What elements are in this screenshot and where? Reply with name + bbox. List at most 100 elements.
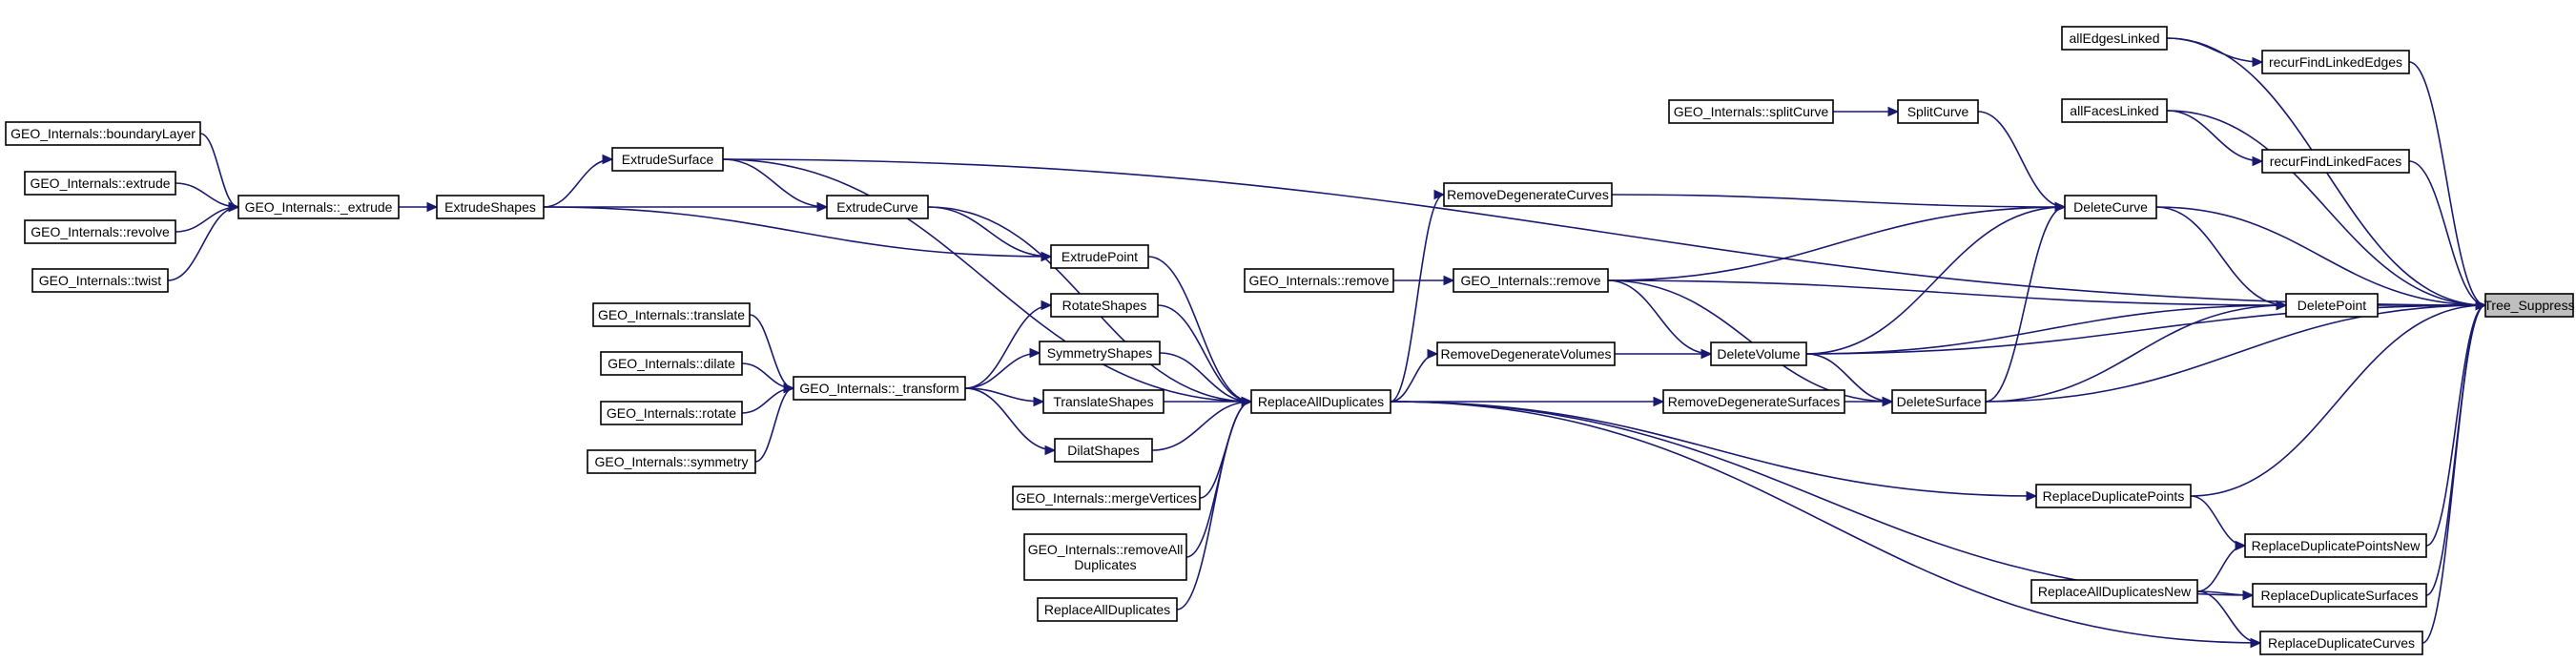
node-gi-translate[interactable]: GEO_Internals::translate bbox=[592, 302, 751, 327]
node-tree-suppress[interactable]: Tree_Suppress bbox=[2483, 293, 2575, 318]
node-box[interactable] bbox=[1037, 597, 1178, 622]
node-gi-revolve[interactable]: GEO_Internals::revolve bbox=[24, 219, 176, 244]
node-extrudesurface[interactable]: ExtrudeSurface bbox=[611, 147, 724, 172]
node-box[interactable] bbox=[1054, 438, 1153, 463]
node-box[interactable] bbox=[1436, 341, 1616, 366]
node-box[interactable] bbox=[2064, 195, 2157, 219]
node-allfaceslinked[interactable]: allFacesLinked bbox=[2061, 98, 2168, 123]
node-box[interactable] bbox=[1710, 341, 1807, 366]
node-box[interactable] bbox=[1012, 486, 1201, 510]
node-gi-extrude[interactable]: GEO_Internals::extrude bbox=[24, 171, 176, 196]
node-label: ReplaceDuplicateCurves bbox=[2268, 635, 2415, 651]
edge-recurfindlinkededges-to-tree-suppress bbox=[2408, 61, 2487, 311]
node-gi-dilate[interactable]: GEO_Internals::dilate bbox=[600, 351, 743, 376]
node-gi-boundarylayer[interactable]: GEO_Internals::boundaryLayer bbox=[5, 121, 201, 146]
node-box[interactable] bbox=[1050, 244, 1149, 269]
node-box[interactable] bbox=[1662, 389, 1845, 414]
node-recurfindlinkedfaces[interactable]: recurFindLinkedFaces bbox=[2261, 149, 2410, 174]
edge-line bbox=[2166, 110, 2263, 162]
node-box[interactable] bbox=[2035, 484, 2192, 508]
node-gi-splitcurve[interactable]: GEO_Internals::splitCurve bbox=[1668, 99, 1834, 124]
node-box[interactable] bbox=[1897, 99, 1979, 124]
node-replaceduplicatepoints[interactable]: ReplaceDuplicatePoints bbox=[2035, 484, 2192, 508]
edge-allfaceslinked-to-tree-suppress bbox=[2166, 110, 2487, 311]
node-box[interactable] bbox=[2261, 50, 2410, 74]
node-box[interactable] bbox=[1023, 533, 1187, 581]
node-replaceallduplicatesnew[interactable]: ReplaceAllDuplicatesNew bbox=[2030, 579, 2198, 604]
node-extrudecurve[interactable]: ExtrudeCurve bbox=[826, 195, 929, 219]
edge-replaceallduplicates-to-replaceduplicatecurves bbox=[1390, 401, 2262, 649]
node-symmetryshapes[interactable]: SymmetryShapes bbox=[1039, 341, 1161, 365]
node-label: TranslateShapes bbox=[1053, 394, 1153, 409]
node-box[interactable] bbox=[600, 401, 743, 425]
node-box[interactable] bbox=[24, 171, 176, 196]
node-replaceallduplicates[interactable]: ReplaceAllDuplicates bbox=[1250, 389, 1391, 414]
node-box[interactable] bbox=[1042, 389, 1164, 414]
node-gi-extrude[interactable]: GEO_Internals::_extrude bbox=[237, 195, 400, 219]
node-splitcurve[interactable]: SplitCurve bbox=[1897, 99, 1979, 124]
node-alledgeslinked[interactable]: allEdgesLinked bbox=[2061, 26, 2168, 51]
node-box[interactable] bbox=[2261, 149, 2410, 174]
node-dilatshapes[interactable]: DilatShapes bbox=[1054, 438, 1153, 463]
node-extrudepoint[interactable]: ExtrudePoint bbox=[1050, 244, 1149, 269]
node-replaceduplicatesurfaces[interactable]: ReplaceDuplicateSurfaces bbox=[2252, 583, 2427, 608]
node-box[interactable] bbox=[1668, 99, 1834, 124]
node-gi-remove-b[interactable]: GEO_Internals::remove bbox=[1453, 268, 1609, 293]
edge-arrowhead bbox=[1882, 396, 1894, 407]
node-label: GEO_Internals::symmetry bbox=[594, 454, 748, 469]
node-box[interactable] bbox=[2061, 98, 2168, 123]
edge-line bbox=[722, 158, 828, 208]
node-translateshapes[interactable]: TranslateShapes bbox=[1042, 389, 1164, 414]
edge-line bbox=[2166, 110, 2486, 306]
node-deletesurface[interactable]: DeleteSurface bbox=[1891, 389, 1987, 414]
node-extrudeshapes[interactable]: ExtrudeShapes bbox=[436, 195, 545, 219]
node-box[interactable] bbox=[2484, 293, 2574, 318]
node-replaceduplicatecurves[interactable]: ReplaceDuplicateCurves bbox=[2259, 631, 2423, 655]
node-deletepoint[interactable]: DeletePoint bbox=[2285, 293, 2379, 318]
node-box[interactable] bbox=[826, 195, 929, 219]
node-box[interactable] bbox=[2244, 533, 2427, 558]
node-gi-mergevertices[interactable]: GEO_Internals::mergeVertices bbox=[1012, 486, 1201, 510]
edge-gi-removeallduplicates-to-replaceallduplicates bbox=[1185, 396, 1253, 558]
node-box[interactable] bbox=[1050, 293, 1159, 318]
node-box[interactable] bbox=[24, 219, 176, 244]
node-box[interactable] bbox=[2061, 26, 2168, 51]
node-box[interactable] bbox=[2030, 579, 2198, 604]
node-box[interactable] bbox=[600, 351, 743, 376]
node-box[interactable] bbox=[1250, 389, 1391, 414]
node-box[interactable] bbox=[793, 376, 966, 401]
node-box[interactable] bbox=[611, 147, 724, 172]
node-box[interactable] bbox=[436, 195, 545, 219]
node-box[interactable] bbox=[1039, 341, 1161, 365]
node-label: GEO_Internals::boundaryLayer bbox=[10, 126, 196, 141]
node-box[interactable] bbox=[2285, 293, 2379, 318]
node-gi-remove-a[interactable]: GEO_Internals::remove bbox=[1244, 268, 1394, 293]
node-box[interactable] bbox=[5, 121, 201, 146]
edge-line bbox=[722, 158, 2486, 306]
node-deletevolume[interactable]: DeleteVolume bbox=[1710, 341, 1807, 366]
node-box[interactable] bbox=[1244, 268, 1394, 293]
node-box[interactable] bbox=[2259, 631, 2423, 655]
node-removedegeneratesurfaces[interactable]: RemoveDegenerateSurfaces bbox=[1662, 389, 1845, 414]
node-rotateshapes[interactable]: RotateShapes bbox=[1050, 293, 1159, 318]
node-replaceduplicatepointsnew[interactable]: ReplaceDuplicatePointsNew bbox=[2244, 533, 2427, 558]
node-box[interactable] bbox=[1453, 268, 1609, 293]
node-box[interactable] bbox=[592, 302, 751, 327]
node-removedegeneratecurves[interactable]: RemoveDegenerateCurves bbox=[1443, 182, 1613, 207]
node-gi-transform[interactable]: GEO_Internals::_transform bbox=[793, 376, 966, 401]
node-recurfindlinkededges[interactable]: recurFindLinkedEdges bbox=[2261, 50, 2410, 74]
node-gi-twist[interactable]: GEO_Internals::twist bbox=[31, 268, 169, 293]
node-deletecurve[interactable]: DeleteCurve bbox=[2064, 195, 2157, 219]
node-box[interactable] bbox=[1891, 389, 1987, 414]
node-box[interactable] bbox=[2252, 583, 2427, 608]
node-box[interactable] bbox=[237, 195, 400, 219]
node-gi-rotate[interactable]: GEO_Internals::rotate bbox=[600, 401, 743, 425]
node-replaceallduplicates-b[interactable]: ReplaceAllDuplicates bbox=[1037, 597, 1178, 622]
node-box[interactable] bbox=[587, 449, 756, 474]
node-box[interactable] bbox=[1443, 182, 1613, 207]
node-gi-symmetry[interactable]: GEO_Internals::symmetry bbox=[587, 449, 756, 474]
node-label: ExtrudeShapes bbox=[444, 199, 536, 215]
node-box[interactable] bbox=[31, 268, 169, 293]
node-removedegeneratevolumes[interactable]: RemoveDegenerateVolumes bbox=[1436, 341, 1616, 366]
